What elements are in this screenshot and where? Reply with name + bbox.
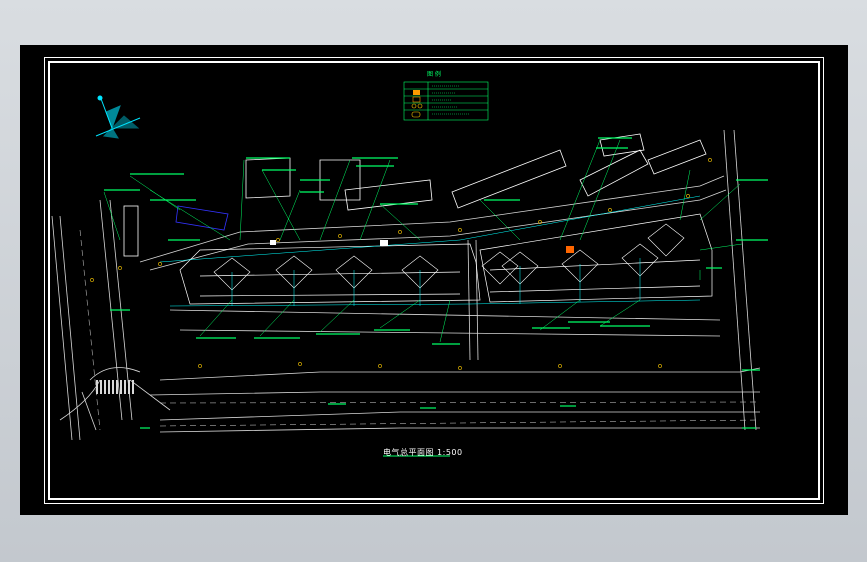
- road-network: [51, 129, 761, 441]
- lamp-icon: [411, 103, 417, 109]
- building-blocks: [123, 133, 707, 257]
- residential-block: [179, 213, 713, 305]
- crosswalks: [96, 380, 134, 394]
- north-arrow-icon: [95, 95, 141, 139]
- drawing-frame-inner: [48, 61, 820, 500]
- cable-routes: [159, 195, 701, 307]
- road-centerlines: [79, 229, 761, 431]
- tower-units: [213, 223, 685, 291]
- annotation-labels: [104, 137, 768, 429]
- transformer-icon: [413, 90, 420, 95]
- lamp-icon: [90, 158, 712, 370]
- legend-table: 图 例: [403, 70, 489, 121]
- drawing-title: 电气总平面图 1:500: [383, 448, 463, 457]
- cad-viewport[interactable]: [20, 45, 848, 515]
- box-icon: [412, 96, 421, 103]
- drawing-frame-outer: [44, 57, 824, 504]
- legend-header: 图 例: [427, 70, 441, 78]
- annotation-leaders: [103, 139, 743, 343]
- transformer-icon: [270, 240, 574, 253]
